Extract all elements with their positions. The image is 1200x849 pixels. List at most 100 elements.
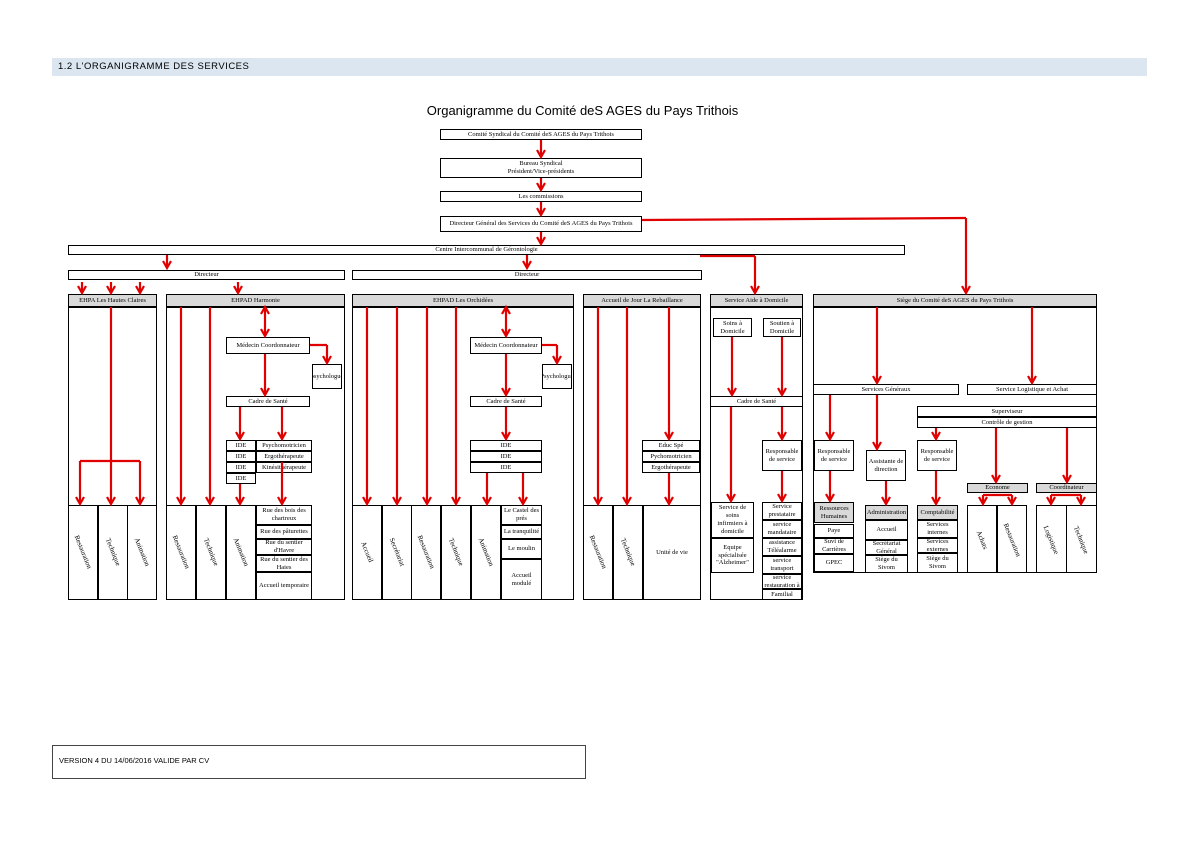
siege-services-generaux: Services Généraux bbox=[813, 384, 959, 395]
sad-title-label: Service Aide à Domicile bbox=[724, 296, 789, 304]
sad-service-1: service mandataire bbox=[762, 520, 802, 538]
sad-service-5: Familial bbox=[762, 589, 802, 600]
harmonie-para-0: Psychomotricien bbox=[256, 440, 312, 451]
ehpa-title-label: EHPA Les Hautes Claires bbox=[79, 296, 146, 304]
sad-service-2: assistance Téléalarme bbox=[762, 538, 802, 556]
sad-soins: Soins à Domicile bbox=[713, 318, 752, 337]
siege-admin-item-0-label: Accueil bbox=[876, 526, 897, 534]
siege-admin-item-1: Secrétariat Général bbox=[865, 540, 908, 555]
sad-cadre: Cadre de Santé bbox=[710, 396, 803, 407]
arrowhead-7 bbox=[536, 236, 546, 247]
accueil-col-1 bbox=[613, 505, 643, 600]
accueil-title-label: Accueil de Jour La Rebaillance bbox=[601, 296, 683, 304]
harmonie-para-1-label: Ergothérapeute bbox=[264, 452, 304, 460]
harmonie-para-2: Kinésithérapeute bbox=[256, 462, 312, 473]
orchidees-unit-0: Le Castel des prés bbox=[501, 505, 542, 525]
orchidees-ide-2-label: IDE bbox=[500, 463, 512, 471]
harmonie-unit-1: Rue des pâturettes bbox=[256, 525, 312, 539]
directeur-1: Directeur bbox=[68, 270, 345, 280]
harmonie-unit-1-label: Rue des pâturettes bbox=[260, 528, 308, 536]
harmonie-col-2 bbox=[226, 505, 256, 600]
siege-resp-1-label: Responsable de service bbox=[817, 447, 851, 463]
harmonie-para-2-label: Kinésithérapeute bbox=[261, 463, 307, 471]
harmonie-unit-4-label: Accueil temporaire bbox=[259, 582, 309, 590]
accueil-para-0-label: Educ Spé bbox=[658, 441, 684, 449]
siege-rh-label: Ressources Humaines bbox=[819, 504, 849, 520]
orchidees-unit-1: La tranquilité bbox=[501, 525, 542, 539]
comite-syndical-label: Comité Syndical du Comité deS AGES du Pa… bbox=[468, 130, 614, 138]
harmonie-ide-1: IDE bbox=[226, 451, 256, 462]
harmonie-unit-3-label: Rue du sentier des Haies bbox=[260, 555, 308, 571]
accueil-para-1-label: Pychomotricien bbox=[650, 452, 692, 460]
siege-compta-item-2: Siège du Sivom bbox=[917, 553, 958, 573]
siege-coordinateur-label: Coordinateur bbox=[1049, 484, 1084, 492]
siege-coord-col-1 bbox=[1066, 505, 1097, 573]
orchidees-ide-0: IDE bbox=[470, 440, 542, 451]
harmonie-medecin: Médecin Coordonnateur bbox=[226, 337, 310, 354]
siege-resp-1: Responsable de service bbox=[814, 440, 854, 471]
harmonie-psy: psychologue bbox=[312, 364, 342, 389]
sad-service-4-label: service restauration à bbox=[764, 574, 800, 589]
section-title: 1.2 L'ORGANIGRAMME DES SERVICES bbox=[58, 61, 250, 72]
siege-title-label: Siège du Comité deS AGES du Pays Trithoi… bbox=[896, 296, 1014, 304]
harmonie-unit-4: Accueil temporaire bbox=[256, 572, 312, 600]
siege-econome-label: Econome bbox=[985, 484, 1010, 492]
orchidees-unit-2-label: Le moulin bbox=[508, 545, 535, 553]
siege-coordinateur: Coordinateur bbox=[1036, 483, 1097, 493]
arrowhead-12 bbox=[162, 260, 172, 271]
siege-compta-label: Comptabilité bbox=[920, 508, 955, 516]
harmonie-unit-2: Rue du sentier d'Havre bbox=[256, 539, 312, 555]
sad-soutien: Soutien à Domicile bbox=[763, 318, 801, 337]
sad-soutien-label: Soutien à Domicile bbox=[769, 319, 795, 335]
orchidees-unit-1-label: La tranquilité bbox=[503, 528, 540, 536]
orchidees-medecin: Médecin Coordonnateur bbox=[470, 337, 542, 354]
siege-compta-item-0: Services internes bbox=[917, 520, 958, 538]
harmonie-ide-1-label: IDE bbox=[235, 452, 247, 460]
siege-assistante: Assistante de direction bbox=[866, 450, 906, 481]
siege-compta-item-1: Services externes bbox=[917, 538, 958, 553]
orchidees-col-0 bbox=[352, 505, 382, 600]
harmonie-cadre: Cadre de Santé bbox=[226, 396, 310, 407]
harmonie-unit-3: Rue du sentier des Haies bbox=[256, 555, 312, 572]
accueil-para-0: Educ Spé bbox=[642, 440, 700, 451]
accueil-col-0 bbox=[583, 505, 613, 600]
siege-title: Siège du Comité deS AGES du Pays Trithoi… bbox=[813, 294, 1097, 307]
orchidees-col-4 bbox=[471, 505, 501, 600]
sad-service-3-label: service transport bbox=[770, 557, 794, 572]
siege-rh-item-0-label: Paye bbox=[827, 527, 841, 535]
siege-rh-item-1: Suvi de Carrières bbox=[814, 538, 854, 554]
centre-intercommunal: Centre Intercommunal de Gérontologie bbox=[68, 245, 905, 255]
accueil-para-2-label: Ergothérapeute bbox=[651, 463, 691, 471]
sad-service-3: service transport bbox=[762, 556, 802, 574]
harmonie-cadre-label: Cadre de Santé bbox=[248, 397, 288, 405]
orchidees-medecin-label: Médecin Coordonnateur bbox=[474, 341, 538, 349]
siege-resp-2: Responsable de service bbox=[917, 440, 957, 471]
harmonie-col-1 bbox=[196, 505, 226, 600]
harmonie-ide-3-label: IDE bbox=[235, 474, 247, 482]
siege-rh-item-0: Paye bbox=[814, 524, 854, 538]
bureau-syndical-label: Bureau Syndical bbox=[519, 160, 563, 168]
siege-admin-item-2: Siège du Sivom bbox=[865, 555, 908, 573]
harmonie-unit-0: Rue des bois des chartreux bbox=[256, 505, 312, 525]
siege-superviseur-label: Superviseur bbox=[991, 407, 1023, 415]
siege-logistique: Service Logistique et Achat bbox=[967, 384, 1097, 395]
siege-assistante-label: Assistante de direction bbox=[868, 457, 904, 473]
arrowhead-21 bbox=[106, 285, 116, 296]
sad-service-4: service restauration à bbox=[762, 574, 802, 589]
siege-eco-col-0 bbox=[967, 505, 997, 573]
harmonie-psy-label: psychologue bbox=[312, 372, 342, 380]
accueil-unite-label: Unité de vie bbox=[656, 548, 688, 556]
orchidees-ide-1: IDE bbox=[470, 451, 542, 462]
harmonie-para-1: Ergothérapeute bbox=[256, 451, 312, 462]
ehpa-col-1 bbox=[98, 505, 128, 600]
sad-service-0-label: Service prestataire bbox=[768, 503, 796, 518]
sad-cadre-label: Cadre de Santé bbox=[736, 397, 777, 405]
sad-service-1-label: service mandataire bbox=[767, 521, 797, 536]
orchidees-unit-2: Le moulin bbox=[501, 539, 542, 559]
orchidees-unit-0-label: Le Castel des prés bbox=[503, 507, 540, 522]
sad-soins-label: Soins à Domicile bbox=[720, 319, 745, 335]
directeur-2-label: Directeur bbox=[514, 271, 540, 279]
harmonie-title: EHPAD Harmonie bbox=[166, 294, 345, 307]
harmonie-ide-0: IDE bbox=[226, 440, 256, 451]
